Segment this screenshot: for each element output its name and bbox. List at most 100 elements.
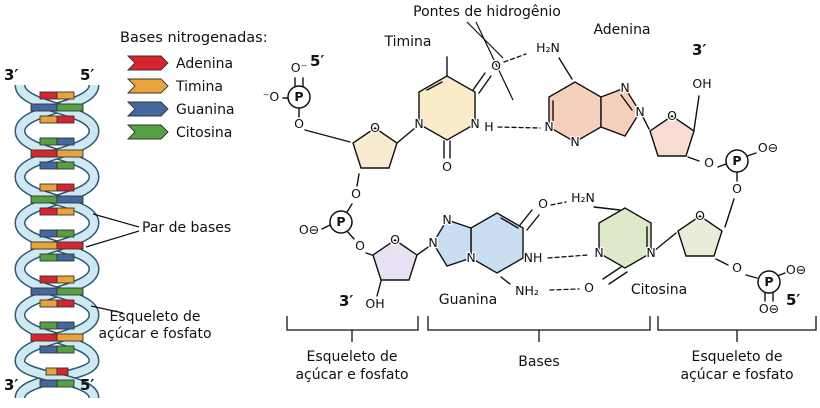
- rung-half: [30, 195, 58, 204]
- atom-O: O: [294, 116, 304, 131]
- legend-label-adenina: Adenina: [176, 56, 233, 72]
- atom-O: O: [538, 196, 548, 211]
- legend-label-timina: Timina: [175, 79, 223, 95]
- atom-P: P: [764, 274, 773, 289]
- legend-swatch-adenina: [126, 55, 169, 71]
- phosphate-group-bottom-right: O P O⊖ O⊖: [731, 259, 808, 318]
- legend-swatch-guanina: [126, 101, 169, 117]
- hydrogen-bond-dash: [550, 201, 567, 206]
- backbone-label-line1: Esqueleto de: [109, 309, 200, 325]
- hydrogen-bonds-pointer-line: [475, 21, 514, 101]
- adenina-ring-hex: [548, 81, 602, 143]
- citosina-ring: [598, 207, 652, 269]
- rung-half: [56, 287, 84, 296]
- backbone-pointer-line: [90, 305, 124, 314]
- guanina-base: N N N O NH NH₂ Guanina: [427, 195, 549, 308]
- bracket-line: [427, 316, 651, 342]
- atom-O: O: [704, 155, 714, 170]
- rung-half: [39, 115, 58, 124]
- atom-O: O: [442, 159, 452, 174]
- dna-helix: 3′ 5′ 3′ 5′: [4, 66, 100, 400]
- legend-label-guanina: Guanina: [176, 102, 235, 118]
- rung-half: [56, 115, 75, 124]
- rung-half: [39, 137, 58, 146]
- rung-half: [56, 183, 75, 192]
- rung-half: [30, 333, 58, 342]
- bracket-bases: Bases: [427, 316, 651, 370]
- rung-half: [39, 183, 58, 192]
- bracket-line: [657, 316, 817, 342]
- atom-O-minus: O⁻: [291, 60, 307, 75]
- timina-ring: [418, 75, 476, 141]
- guanina-bonds: [500, 209, 540, 285]
- helix-prime-top-right: 5′: [80, 66, 94, 84]
- legend-swatch-timina: [126, 78, 169, 94]
- chem-prime-5-top-left: 5′: [310, 52, 324, 70]
- timina-bonds: [426, 56, 492, 159]
- rung-half: [56, 379, 75, 388]
- rung-half: [39, 161, 58, 170]
- backbone-label-line2: açúcar e fosfato: [98, 326, 211, 342]
- deoxyribose-ring: [352, 127, 398, 169]
- atom-N: N: [414, 116, 423, 131]
- rung-half: [39, 253, 58, 262]
- rung-half: [56, 253, 75, 262]
- legend-label-citosina: Citosina: [176, 125, 232, 141]
- callout-hydrogen-bonds: Pontes de hidrogênio: [413, 4, 561, 101]
- base-pair-label: Par de bases: [142, 220, 231, 236]
- callout-base-pair: Par de bases: [85, 213, 231, 248]
- rung-half: [56, 149, 84, 158]
- bracket-backbone-right: Esqueleto de açúcar e fosfato: [657, 316, 817, 383]
- sugar-ring-bottom-right: O: [677, 207, 729, 266]
- atom-N: N: [570, 134, 579, 149]
- atom-N: N: [466, 250, 475, 265]
- phosphorus-circle: [287, 85, 311, 109]
- atom-P: P: [294, 89, 303, 104]
- phosphate-group-top-right: O P O⊖ O: [703, 139, 779, 228]
- rung-half: [56, 207, 75, 216]
- sugar-ring-top-left: O: [352, 119, 416, 187]
- hydrogen-bonds-label: Pontes de hidrogênio: [413, 4, 561, 20]
- atom-H2N: H₂N: [536, 40, 560, 55]
- atom-O: O: [355, 238, 365, 253]
- phosphorus-circle: [757, 270, 781, 294]
- atom-O: O: [491, 58, 501, 73]
- timina-base: N N H O O Timina: [384, 34, 503, 175]
- atom-N: N: [594, 245, 603, 260]
- atom-N: N: [470, 116, 479, 131]
- sugar-ring-bottom-left: O OH: [364, 231, 432, 312]
- guanina-ring-hex: [470, 212, 524, 274]
- rung-half: [39, 229, 58, 238]
- rung-half: [30, 103, 58, 112]
- hydrogen-bond-dash: [549, 288, 580, 291]
- phosphorus-circle: [725, 149, 749, 173]
- atom-minus-O: ⁻O: [263, 89, 280, 104]
- sugar-ring-top-right: O OH: [649, 75, 713, 162]
- adenina-base: H₂N N N N N Adenina: [535, 22, 651, 150]
- hydrogen-bond-dash: [497, 126, 541, 129]
- bracket-label-line2: açúcar e fosfato: [295, 367, 408, 383]
- base-pair-pointer-line: [92, 213, 140, 228]
- molecule-label-guanina: Guanina: [439, 292, 498, 308]
- helix-prime-bottom-right: 5′: [80, 376, 94, 394]
- rung-half: [56, 241, 84, 250]
- rung-half: [30, 287, 58, 296]
- rung-half: [39, 207, 58, 216]
- atom-N: N: [442, 212, 451, 227]
- molecule-label-citosina: Citosina: [631, 282, 687, 298]
- chem-prime-3-top-right: 3′: [692, 41, 706, 59]
- rung-half: [56, 195, 84, 204]
- bracket-label-line1: Bases: [518, 354, 559, 370]
- atom-O-circminus: O⊖: [758, 140, 778, 155]
- rung-half: [56, 299, 75, 308]
- rung-half: [56, 321, 75, 330]
- bracket-label-line2: açúcar e fosfato: [680, 367, 793, 383]
- atom-N: N: [620, 80, 629, 95]
- molecule-label-timina: Timina: [384, 34, 432, 50]
- atom-NH2: NH₂: [515, 283, 539, 298]
- sugar-bonds: [715, 258, 729, 266]
- bracket-label-line1: Esqueleto de: [306, 349, 397, 365]
- legend-swatch-citosina: [126, 124, 169, 140]
